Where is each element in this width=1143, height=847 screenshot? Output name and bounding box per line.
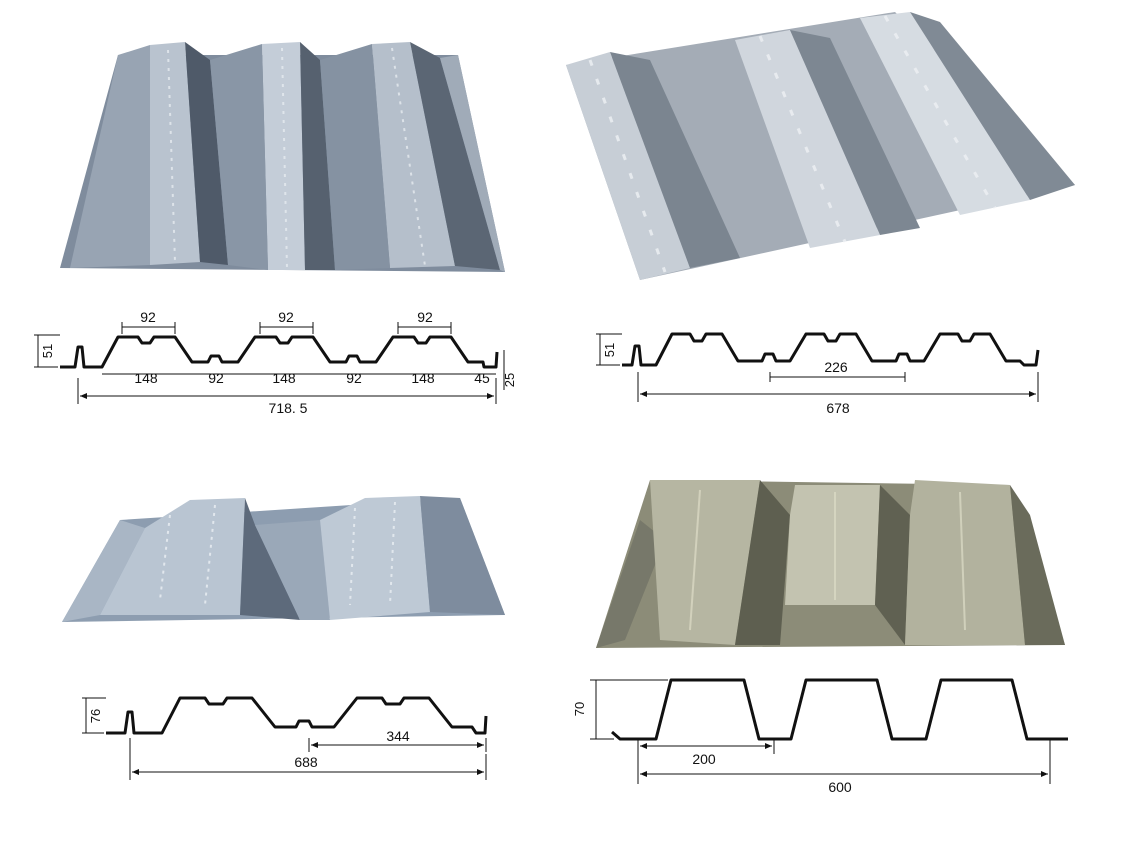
- dim-total-4: 600: [828, 779, 852, 795]
- deck-profile-2: [622, 332, 1040, 367]
- dim-bottom-1d: 92: [346, 370, 362, 386]
- dim-bottom-1a: 148: [134, 370, 158, 386]
- dim-top-width-1c: 92: [417, 309, 433, 325]
- steel-deck-photo-1: [60, 42, 505, 272]
- dim-pitch-4: 200: [692, 751, 716, 767]
- dim-bottom-1f: 45: [474, 370, 490, 386]
- dim-height-1: 51: [40, 344, 55, 358]
- deck-profile-3: [106, 696, 488, 735]
- profile-drawing-4: 70 200 600: [572, 678, 1068, 795]
- dim-height-4: 70: [572, 702, 587, 716]
- dim-pitch-2: 226: [824, 359, 848, 375]
- dim-height-3: 76: [88, 709, 103, 723]
- steel-deck-photo-4: [596, 480, 1065, 648]
- dim-total-2: 678: [826, 400, 850, 416]
- dim-top-width-1a: 92: [140, 309, 156, 325]
- deck-profile-1: [60, 335, 499, 369]
- dim-bottom-1e: 148: [411, 370, 435, 386]
- profile-drawing-1: 51 92 92 92 148 92 148 92 148 45 25 718.…: [34, 309, 517, 416]
- dim-edge-1: 25: [502, 373, 517, 387]
- dim-total-3: 688: [294, 754, 318, 770]
- dim-pitch-3: 344: [386, 728, 410, 744]
- deck-profile-4: [611, 678, 1068, 741]
- dim-height-2: 51: [602, 343, 617, 357]
- dim-total-1: 718. 5: [269, 400, 308, 416]
- steel-deck-photo-3: [62, 496, 505, 622]
- profile-drawing-2: 51 226 678: [596, 332, 1040, 416]
- dim-top-width-1b: 92: [278, 309, 294, 325]
- dim-bottom-1c: 148: [272, 370, 296, 386]
- dim-bottom-1b: 92: [208, 370, 224, 386]
- steel-deck-photo-2: [566, 12, 1075, 280]
- profile-drawing-3: 76 344 688: [82, 696, 488, 780]
